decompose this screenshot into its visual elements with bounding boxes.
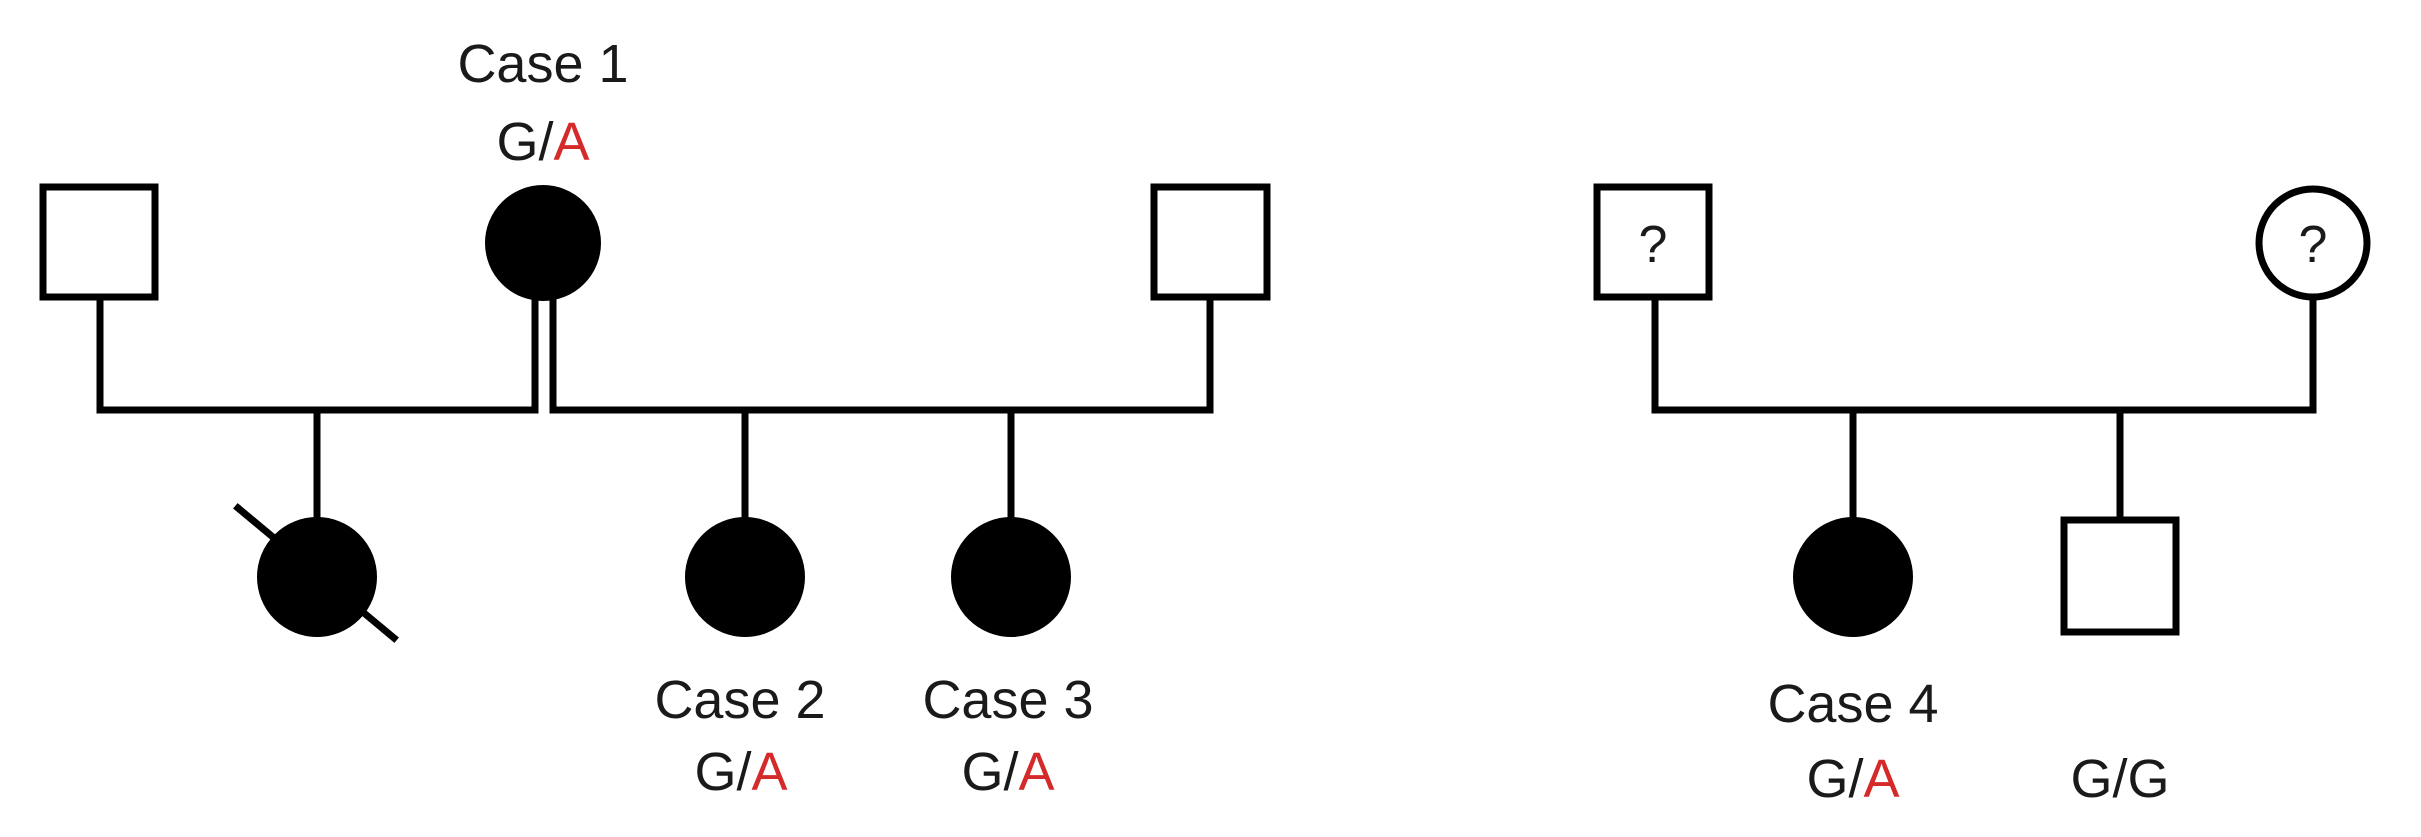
- case2-female-affected: [685, 517, 805, 637]
- deceased-slash: [233, 503, 399, 643]
- case2-label: Case 2: [654, 670, 825, 730]
- father3-unknown-mark: ?: [1639, 216, 1668, 274]
- case4-female-affected: [1793, 517, 1913, 637]
- case1-allele1: G: [496, 112, 538, 172]
- mother3-unknown-mark: ?: [2299, 216, 2328, 274]
- father1-male-unaffected: [39, 183, 159, 301]
- case1-sep: /: [538, 112, 553, 172]
- brother-genotype: G/G: [2070, 749, 2169, 809]
- family2-lines: [1651, 293, 2317, 524]
- case2-allele2: A: [752, 742, 788, 802]
- case1-label: Case 1: [457, 34, 628, 94]
- father3-male-unknown: [1593, 183, 1713, 301]
- case4-allele1: G: [1806, 749, 1848, 809]
- brother-male-unaffected: [2060, 516, 2180, 636]
- father2-male-unaffected: [1150, 183, 1271, 301]
- case4-label: Case 4: [1767, 674, 1938, 734]
- case1-female-affected: [485, 185, 601, 301]
- case4-sep: /: [1848, 749, 1863, 809]
- family1-lines: [96, 293, 1214, 524]
- case1-allele2: A: [554, 112, 590, 172]
- case4-genotype: G/A: [1806, 749, 1899, 809]
- case3-allele1: G: [961, 742, 1003, 802]
- case3-sep: /: [1003, 742, 1018, 802]
- case4-allele2: A: [1864, 749, 1900, 809]
- case3-label: Case 3: [922, 670, 1093, 730]
- case2-genotype: G/A: [694, 742, 787, 802]
- case3-female-affected: [951, 517, 1071, 637]
- case2-allele1: G: [694, 742, 736, 802]
- case3-genotype: G/A: [961, 742, 1054, 802]
- case1-genotype: G/A: [496, 112, 589, 172]
- case3-allele2: A: [1019, 742, 1055, 802]
- case2-sep: /: [736, 742, 751, 802]
